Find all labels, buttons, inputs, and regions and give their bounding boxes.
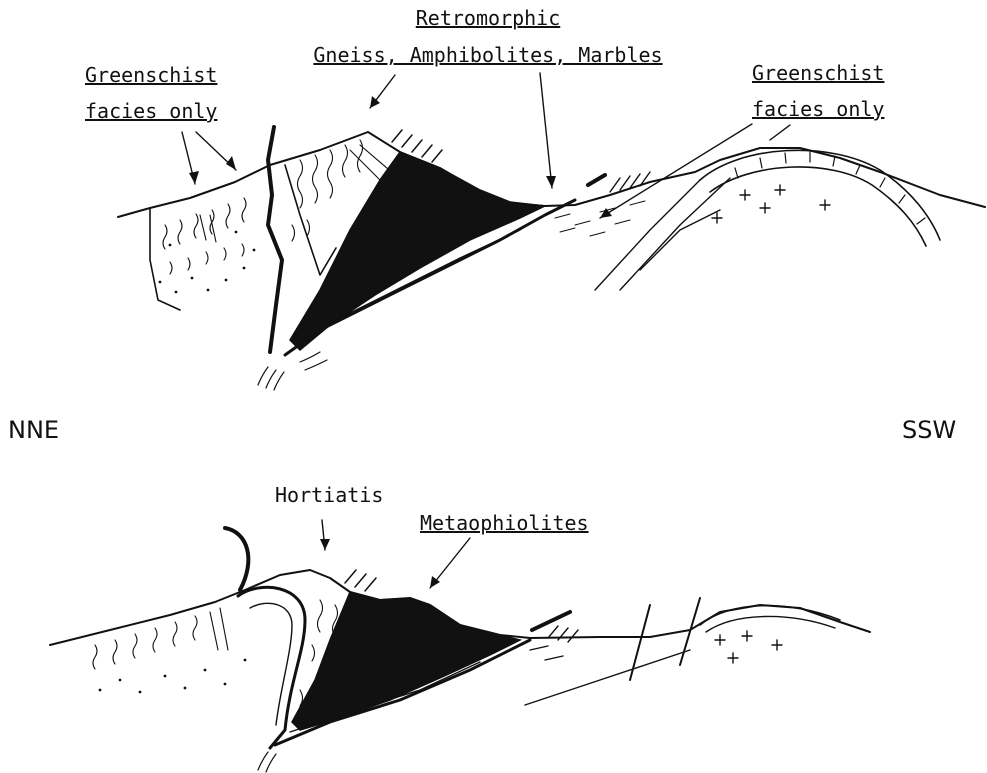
upper-left-block-outline [150, 208, 180, 310]
upper-small-fault [588, 175, 605, 185]
upper-right-zone-lines [595, 178, 730, 290]
label-ssw: SSW [902, 416, 956, 444]
label-nne: NNE [8, 416, 59, 444]
lower-arrowheads [320, 539, 440, 588]
upper-black-wedge [290, 152, 545, 350]
lower-right-fault-1 [630, 605, 650, 680]
upper-gneiss-outline [285, 165, 336, 275]
label-metaophiolites: Metaophiolites [420, 511, 589, 535]
lower-hatching-top [345, 570, 376, 591]
lower-granite-crosses [715, 631, 782, 663]
label-retromorphic: Retromorphic [416, 6, 561, 30]
lower-dome-inner [706, 616, 835, 632]
label-greenschist-right-1: Greenschist [752, 61, 884, 85]
lower-right-hatch [530, 626, 578, 660]
lower-cross-section [50, 528, 870, 772]
upper-right-lower-line [640, 210, 720, 270]
upper-main-fault [268, 127, 282, 352]
lower-small-fault [532, 612, 570, 630]
label-hortiatis: Hortiatis [275, 483, 383, 507]
lower-fold-inner [250, 603, 292, 725]
lower-fault-top [225, 528, 248, 590]
label-gneiss-amphibolites-marbles: Gneiss, Amphibolites, Marbles [313, 43, 662, 67]
upper-dome-outer [700, 150, 940, 240]
label-greenschist-right-2: facies only [752, 97, 884, 121]
lower-bottom-ticks [258, 752, 276, 772]
upper-bottom-ticks [258, 352, 327, 390]
label-greenschist-left-2: facies only [85, 99, 217, 123]
upper-dome-inner [710, 167, 926, 246]
lower-left-dots [99, 659, 247, 694]
upper-ground-line [118, 132, 985, 217]
upper-dome-ticks [735, 152, 925, 224]
upper-cross-section [118, 127, 985, 390]
upper-granite-crosses [712, 185, 830, 223]
label-greenschist-left-1: Greenschist [85, 63, 217, 87]
upper-left-texture [163, 198, 246, 274]
